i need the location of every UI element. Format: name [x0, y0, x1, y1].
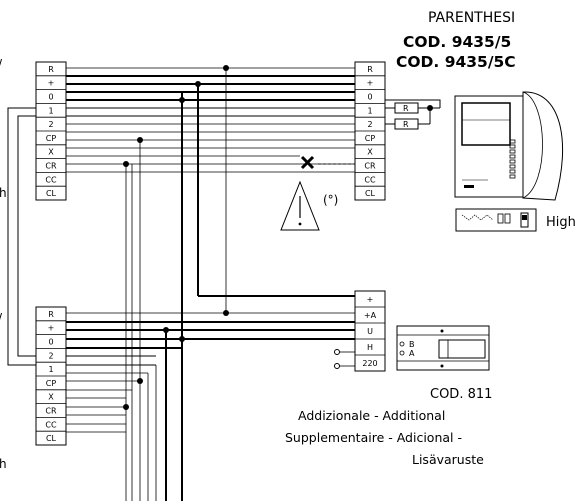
left-top-terminal-label: + [48, 79, 55, 88]
left-bottom-terminal-label: 1 [48, 365, 53, 374]
bottom-bus-wires [66, 312, 355, 433]
right-bottom-terminal-label: H [367, 343, 373, 352]
right-bottom-terminal-label: 220 [362, 359, 377, 368]
module-terminal-b: B [409, 340, 415, 349]
right-bottom-terminal-label: U [367, 327, 373, 336]
edge-letter-1: / [0, 57, 3, 71]
module-desc-2: Supplementaire - Adicional - [285, 430, 462, 445]
left-bottom-terminal-label: 0 [48, 338, 53, 347]
dip-switch-icon [455, 208, 537, 232]
right-top-terminal-label: X [367, 148, 373, 157]
product-code-1: COD. 9435/5 [403, 33, 511, 51]
left-routing-wires [7, 107, 36, 366]
left-bottom-terminal-label: + [48, 324, 55, 333]
product-name: PARENTHESI [428, 10, 515, 26]
cross-mark-icon [300, 155, 315, 170]
left-top-terminal-label: 1 [48, 106, 53, 115]
left-top-terminal-label: CP [46, 134, 57, 143]
product-code-2: COD. 9435/5C [396, 53, 516, 71]
left-bottom-terminal-label: X [48, 393, 54, 402]
left-bottom-terminal-label: CL [46, 434, 57, 443]
right-bottom-terminal-label: +A [364, 311, 377, 320]
junction-dots [123, 65, 433, 410]
right-top-terminal-label: 1 [367, 106, 372, 115]
warning-note: (°) [323, 193, 338, 207]
mains-220-connectors [334, 349, 355, 369]
left-bottom-terminal-label: CP [46, 379, 57, 388]
edge-letter-4: h [0, 457, 7, 471]
right-top-terminal-label: CC [364, 175, 376, 184]
left-top-terminal-label: CR [45, 162, 57, 171]
left-bottom-terminal-label: 2 [48, 351, 53, 360]
power-module-icon: B A [396, 325, 490, 371]
right-bottom-terminal-strip [354, 290, 386, 372]
module-desc-1: Addizionale - Additional [298, 408, 445, 423]
right-top-terminal-label: R [367, 65, 373, 74]
switch-label: High [546, 215, 576, 230]
edge-letter-2: h [0, 186, 7, 200]
left-top-terminal-label: X [48, 148, 54, 157]
left-bottom-terminal-label: R [48, 310, 54, 319]
right-top-terminal-label: CL [365, 189, 376, 198]
right-top-terminal-label: 2 [367, 120, 372, 129]
vertical-trunk-wires [125, 68, 355, 501]
left-top-terminal-label: CL [46, 189, 57, 198]
left-top-terminal-label: CC [45, 175, 57, 184]
left-top-terminal-label: 2 [48, 120, 53, 129]
left-bottom-terminal-label: CC [45, 420, 57, 429]
resistor-2-label: R [403, 120, 409, 129]
left-bottom-terminal-label: CR [45, 407, 57, 416]
module-desc-3: Lisävaruste [412, 452, 484, 467]
left-top-terminal-label: R [48, 65, 54, 74]
right-top-terminal-label: + [367, 79, 374, 88]
resistors: R R [385, 99, 441, 130]
right-top-terminal-label: 0 [367, 93, 372, 102]
warning-triangle-icon [280, 180, 320, 231]
left-top-terminal-label: 0 [48, 93, 53, 102]
intercom-handset-icon [454, 91, 564, 201]
top-bus-wires [66, 67, 355, 173]
edge-letter-3: / [0, 311, 3, 325]
module-code: COD. 811 [430, 387, 492, 402]
module-terminal-a: A [409, 349, 415, 358]
right-top-terminal-label: CR [364, 162, 376, 171]
resistor-1-label: R [403, 104, 409, 113]
right-top-terminal-label: CP [365, 134, 376, 143]
right-bottom-terminal-label: + [367, 295, 374, 304]
